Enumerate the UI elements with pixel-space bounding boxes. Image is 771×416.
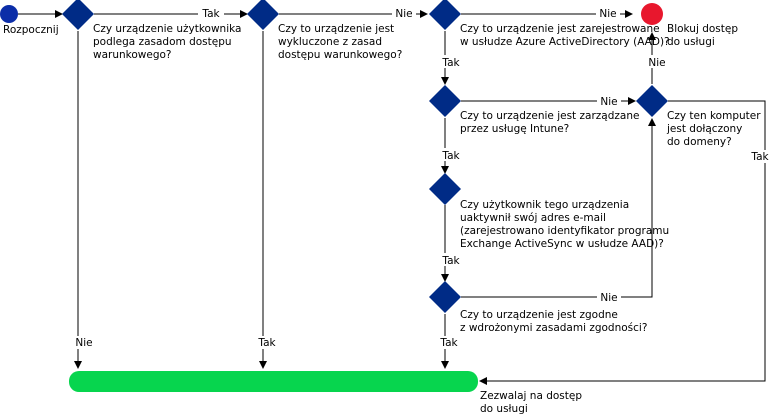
- label-q6-to-q7: Nie: [600, 292, 617, 304]
- start-node-icon: [0, 5, 18, 23]
- edge-q6-to-q7: [461, 118, 656, 298]
- label-q7-to-allow: Tak: [750, 151, 769, 163]
- q3-text: Czy to urządzenie jest zarejestrowane w …: [460, 23, 670, 48]
- label-q7-to-block: Nie: [648, 57, 665, 69]
- decision-q3: [429, 0, 461, 30]
- q1-text: Czy urządzenie użytkownika podlega zasad…: [93, 23, 245, 61]
- block-text: Blokuj dostęp do usługi: [667, 23, 741, 48]
- label-q1-to-q2: Tak: [201, 8, 220, 20]
- label-q4-to-q7: Nie: [600, 96, 617, 108]
- decision-q7: [636, 85, 668, 117]
- decision-q1: [62, 0, 94, 30]
- decision-q4: [429, 85, 461, 117]
- allow-node-bar: [69, 371, 478, 392]
- q4-text: Czy to urządzenie jest zarządzane przez …: [460, 110, 643, 135]
- nodes: Rozpocznij: [0, 0, 668, 392]
- q6-text: Czy to urządzenie jest zgodne z wdrożony…: [460, 309, 647, 334]
- label-q3-to-q4: Tak: [441, 57, 460, 69]
- decision-q5: [429, 173, 461, 205]
- label-q6-to-allow: Tak: [439, 337, 458, 349]
- node-texts: Czy urządzenie użytkownika podlega zasad…: [93, 23, 764, 415]
- edge-labels: Tak Nie Nie Tak Nie Tak Tak Nie Nie Tak …: [69, 6, 771, 349]
- q5-text: Czy użytkownik tego urządzenia uaktywnił…: [460, 199, 673, 250]
- label-q4-to-q5: Tak: [441, 150, 460, 162]
- label-q1-to-allow: Nie: [75, 337, 92, 349]
- start-label: Rozpocznij: [3, 24, 59, 36]
- label-q3-to-block: Nie: [599, 8, 616, 20]
- edges: [18, 10, 766, 385]
- decision-q2: [247, 0, 279, 30]
- q7-text: Czy ten komputer jest dołączony do domen…: [666, 110, 764, 148]
- label-q2-to-allow: Tak: [257, 337, 276, 349]
- decision-q6: [429, 281, 461, 313]
- allow-text: Zezwalaj na dostęp do usługi: [480, 390, 585, 415]
- q2-text: Czy to urządzenie jest wykluczone z zasa…: [278, 23, 402, 61]
- label-q5-to-q6: Tak: [441, 255, 460, 267]
- block-node-icon: [641, 3, 663, 25]
- edge-q7-to-allow: [479, 100, 766, 385]
- label-q2-to-q3: Nie: [395, 8, 412, 20]
